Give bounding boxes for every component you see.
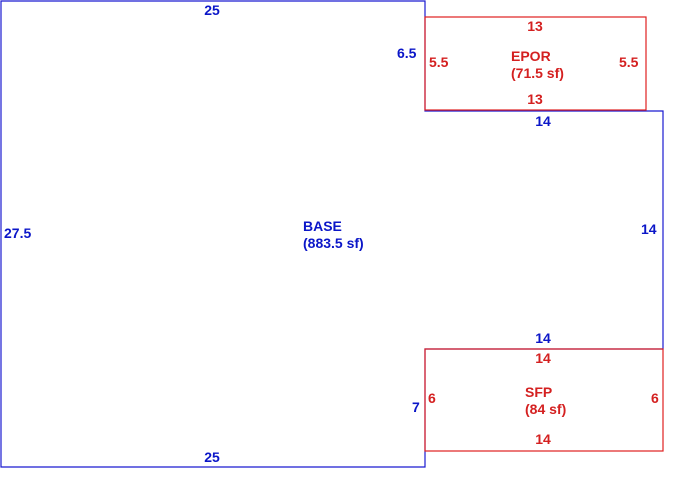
sfp-right-dimension: 6 [651, 390, 659, 406]
epor-left-dimension: 5.5 [429, 54, 449, 70]
base-upper-step-dimension: 6.5 [397, 45, 417, 61]
sfp-bottom-dimension: 14 [535, 431, 551, 447]
epor-bottom-dimension: 13 [527, 91, 543, 107]
epor-area-label: (71.5 sf) [511, 65, 564, 81]
epor-outline [424, 16, 647, 111]
epor-top-dimension: 13 [527, 18, 543, 34]
sfp-left-dimension: 6 [428, 390, 436, 406]
epor-right-dimension: 5.5 [619, 54, 639, 70]
base-left-dimension: 27.5 [4, 225, 31, 241]
base-top-dimension: 25 [204, 2, 220, 18]
base-name-label: BASE [303, 218, 342, 234]
base-sfp-edge-dimension: 14 [535, 330, 551, 346]
sfp-top-dimension: 14 [535, 350, 551, 366]
base-lower-step-dimension: 7 [412, 399, 420, 415]
base-right-dimension: 14 [641, 221, 657, 237]
sfp-name-label: SFP [525, 384, 552, 400]
sfp-outline [424, 348, 664, 452]
base-epor-edge-dimension: 14 [535, 113, 551, 129]
sfp-area-label: (84 sf) [525, 401, 566, 417]
base-area-label: (883.5 sf) [303, 235, 364, 251]
epor-name-label: EPOR [511, 48, 551, 64]
base-bottom-dimension: 25 [204, 449, 220, 465]
